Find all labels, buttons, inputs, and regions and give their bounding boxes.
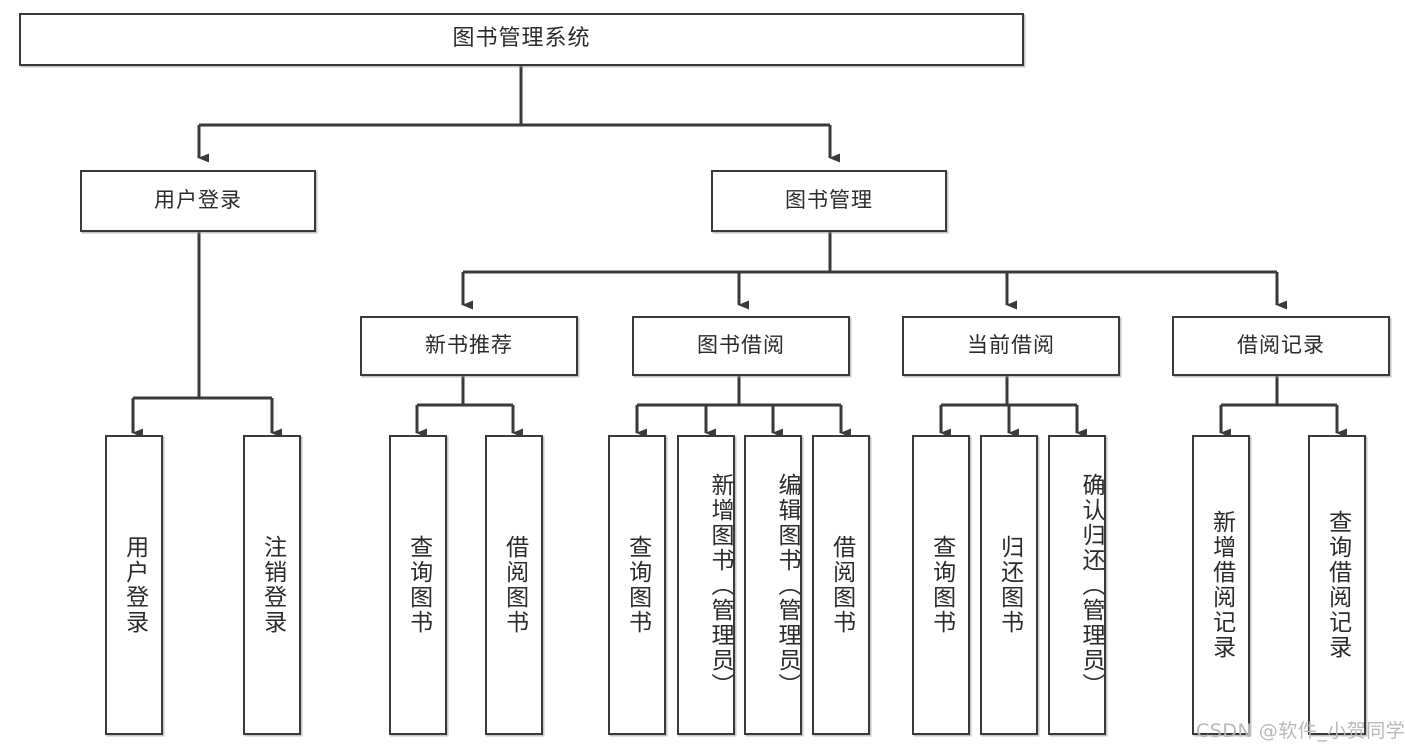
node-label: 当前借阅 — [967, 333, 1055, 358]
node-label: 图书管理 — [785, 188, 873, 213]
leaf-label: 用户登录 — [121, 535, 148, 635]
leaf-new-book-query-book[interactable]: 查询图书 — [389, 435, 447, 735]
leaf-current-borrow-query-book[interactable]: 查询图书 — [912, 435, 970, 735]
leaf-label: 借阅图书 — [501, 535, 528, 635]
leaf-label: 借阅图书 — [828, 535, 855, 635]
leaf-user-login-login[interactable]: 用户登录 — [105, 435, 163, 735]
node-root-book-management-system[interactable]: 图书管理系统 — [19, 13, 1024, 66]
node-label: 图书借阅 — [697, 333, 785, 358]
leaf-book-borrow-borrow-book[interactable]: 借阅图书 — [812, 435, 870, 735]
leaf-borrow-record-add-record[interactable]: 新增借阅记录 — [1192, 435, 1250, 735]
leaf-label: 归还图书 — [996, 535, 1023, 635]
node-label: 借阅记录 — [1237, 333, 1325, 358]
node-book-management[interactable]: 图书管理 — [711, 170, 947, 232]
node-label: 图书管理系统 — [452, 26, 591, 52]
leaf-borrow-record-query-record[interactable]: 查询借阅记录 — [1308, 435, 1366, 735]
leaf-label: 编辑图书（管理员） — [774, 472, 800, 698]
node-label: 用户登录 — [154, 188, 242, 213]
leaf-book-borrow-add-book-admin[interactable]: 新增图书（管理员） — [677, 435, 735, 735]
node-new-book-recommend[interactable]: 新书推荐 — [360, 316, 578, 376]
leaf-label: 查询图书 — [624, 535, 651, 635]
leaf-label: 查询图书 — [928, 535, 955, 635]
leaf-label: 查询借阅记录 — [1324, 510, 1351, 660]
leaf-label: 新增图书（管理员） — [707, 472, 733, 698]
node-user-login[interactable]: 用户登录 — [80, 170, 316, 232]
leaf-book-borrow-edit-book-admin[interactable]: 编辑图书（管理员） — [744, 435, 802, 735]
leaf-user-login-logout[interactable]: 注销登录 — [243, 435, 301, 735]
leaf-current-borrow-return-book[interactable]: 归还图书 — [980, 435, 1038, 735]
watermark-text: CSDN @软件_小贺同学 — [1196, 720, 1405, 742]
node-borrow-record[interactable]: 借阅记录 — [1172, 316, 1390, 376]
node-book-borrow[interactable]: 图书借阅 — [632, 316, 850, 376]
node-label: 新书推荐 — [425, 333, 513, 358]
leaf-label: 查询图书 — [405, 535, 432, 635]
csdn-watermark: CSDN @软件_小贺同学 — [1196, 716, 1405, 743]
node-current-borrow[interactable]: 当前借阅 — [902, 316, 1120, 376]
leaf-label: 确认归还（管理员） — [1078, 472, 1104, 698]
leaf-new-book-borrow-book[interactable]: 借阅图书 — [485, 435, 543, 735]
leaf-current-borrow-confirm-return-admin[interactable]: 确认归还（管理员） — [1048, 435, 1106, 735]
leaf-label: 新增借阅记录 — [1208, 510, 1235, 660]
leaf-label: 注销登录 — [259, 535, 286, 635]
leaf-book-borrow-query-book[interactable]: 查询图书 — [608, 435, 666, 735]
